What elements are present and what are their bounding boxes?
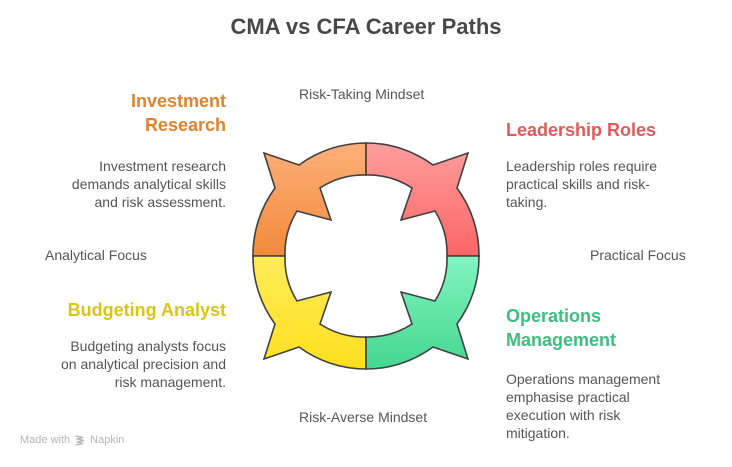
description-line: practical skills and risk- — [506, 176, 650, 192]
axis-label-right: Practical Focus — [590, 247, 686, 263]
quadrant-segment-investment-research — [252, 142, 367, 257]
description-line: Budgeting analysts focus — [70, 338, 226, 354]
quadrant-segment-operations-management — [365, 255, 480, 370]
description-line: Operations management — [506, 371, 661, 387]
description-line: execution with risk — [506, 407, 621, 423]
diagram-title: CMA vs CFA Career Paths — [230, 14, 502, 39]
napkin-logo-icon — [75, 435, 85, 446]
quadrant-heading-budgeting-analyst: Budgeting Analyst — [68, 298, 226, 322]
description-line: taking. — [506, 194, 548, 210]
heading-line: Investment — [130, 91, 226, 111]
description-line: on analytical precision and — [61, 356, 226, 372]
quadrant-heading-investment-research: Investment Research — [131, 89, 226, 137]
footer-prefix: Made with — [20, 434, 71, 446]
quadrant-segment-budgeting-analyst — [252, 255, 367, 370]
quadrant-description-budgeting-analyst: Budgeting analysts focus on analytical p… — [61, 337, 226, 391]
axis-label-bottom: Risk-Averse Mindset — [299, 409, 428, 425]
description-line: demands analytical skills — [71, 176, 226, 192]
description-line: mitigation. — [506, 425, 570, 441]
description-line: Investment research — [99, 158, 226, 174]
quadrant-description-leadership-roles: Leadership roles require practical skill… — [506, 157, 657, 211]
description-line: Leadership roles require — [506, 158, 657, 174]
axis-label-top: Risk-Taking Mindset — [299, 86, 425, 102]
quadrant-heading-leadership-roles: Leadership Roles — [506, 118, 656, 142]
description-line: risk management. — [114, 374, 226, 390]
heading-line: Operations — [506, 306, 602, 326]
description-line: and risk assessment. — [94, 194, 227, 210]
footer-brand: Napkin — [90, 434, 125, 446]
quadrant-description-investment-research: Investment research demands analytical s… — [72, 157, 226, 211]
quadrant-heading-operations-management: Operations Management — [506, 304, 616, 352]
description-line: emphasise practical — [506, 389, 630, 405]
heading-line: Management — [506, 330, 617, 350]
heading-line: Research — [144, 115, 226, 135]
heading-line: Budgeting Analyst — [67, 300, 226, 320]
footer-attribution: Made with Napkin — [20, 434, 124, 446]
axis-label-left: Analytical Focus — [45, 247, 147, 263]
quadrant-description-operations-management: Operations management emphasise practica… — [506, 370, 660, 442]
quadrant-segment-leadership-roles — [365, 142, 480, 257]
heading-line: Leadership Roles — [506, 120, 657, 140]
